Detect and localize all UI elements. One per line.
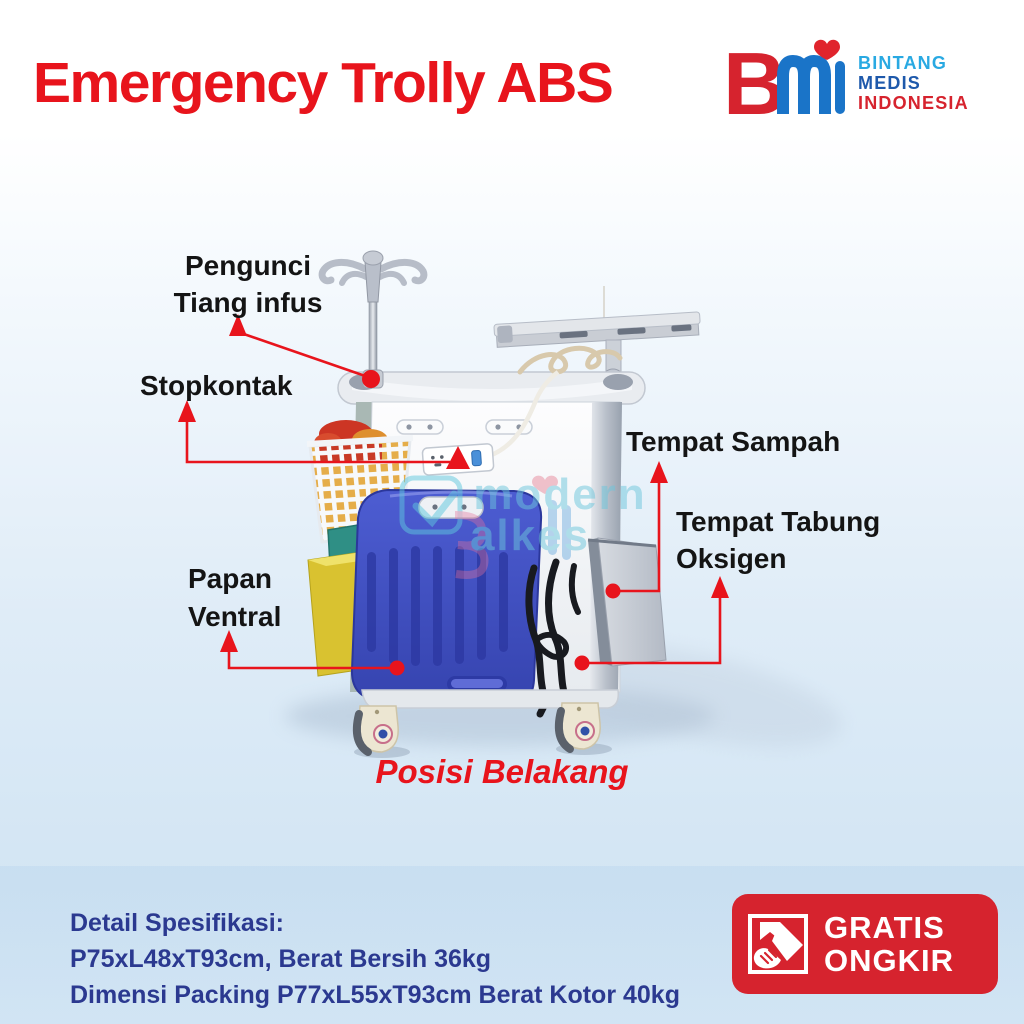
package-hand-icon [748, 914, 808, 974]
brand-line-3: INDONESIA [858, 93, 969, 113]
trolley-top [337, 369, 646, 405]
brand-mark-i [835, 61, 845, 114]
caster-wheel [554, 702, 612, 755]
trash-bin [587, 537, 667, 667]
brand-mark-m [777, 54, 831, 114]
callout-papan-ventral [220, 630, 405, 676]
watermark: modern alkes [399, 470, 646, 579]
free-shipping-badge: GRATIS ONGKIR [732, 894, 998, 994]
label-line: Ventral [188, 601, 282, 632]
spec-heading: Detail Spesifikasi: [70, 909, 284, 937]
board-ribs [367, 546, 508, 666]
callout-stopkontak [178, 400, 470, 469]
label-tempat-tabung-oksigen: Tempat Tabung Oksigen [676, 503, 880, 577]
base-and-wheels [352, 689, 620, 758]
watermark-line-1: modern [473, 470, 646, 519]
callout-lines [178, 314, 729, 676]
brand-heart-icon [814, 39, 840, 60]
label-pengunci-tiang-infus: Pengunci Tiang infus [168, 247, 328, 321]
page-title: Emergency Trolly ABS [33, 51, 614, 115]
spec-block: Detail Spesifikasi: P75xL48xT93cm, Berat… [70, 905, 680, 1013]
caster-wheel [352, 705, 410, 758]
brand-mark-b: B [723, 34, 787, 130]
label-line: Stopkontak [140, 370, 293, 401]
callout-tempat-tabung [574, 576, 729, 671]
badge-line-1: GRATIS [824, 910, 945, 945]
label-line: Oksigen [676, 543, 787, 574]
iv-pole-hooks-icon [318, 259, 428, 286]
brand-logo: B BINTANG MEDIS INDONESIA [723, 30, 998, 130]
label-papan-ventral: Papan Ventral [188, 560, 281, 636]
watermark-line-2: alkes [470, 511, 590, 560]
callout-tempat-sampah [605, 461, 668, 599]
brand-mark-icon: B [723, 34, 845, 130]
badge-line-2: ONGKIR [824, 943, 954, 978]
spec-line-1: P75xL48xT93cm, Berat Bersih 36kg [70, 945, 492, 973]
brand-line-1: BINTANG [858, 53, 948, 73]
iv-pole [318, 250, 428, 387]
view-caption: Posisi Belakang [375, 753, 629, 790]
callout-pengunci [229, 314, 380, 388]
label-line: Tempat Sampah [626, 426, 841, 457]
power-cable [488, 370, 560, 459]
brand-name: BINTANG MEDIS INDONESIA [858, 53, 969, 113]
label-tempat-sampah: Tempat Sampah [626, 423, 840, 460]
label-line: Tiang infus [173, 287, 323, 318]
spec-line-2: Dimensi Packing P77xL55xT93cm Berat Koto… [70, 981, 680, 1009]
label-line: Pengunci [184, 250, 311, 281]
label-line: Tempat Tabung [676, 506, 881, 537]
label-stopkontak: Stopkontak [140, 367, 292, 404]
cable-coil [517, 345, 623, 375]
label-line: Papan [188, 563, 273, 594]
badge-text: GRATIS ONGKIR [824, 911, 954, 977]
brand-line-2: MEDIS [858, 73, 922, 93]
